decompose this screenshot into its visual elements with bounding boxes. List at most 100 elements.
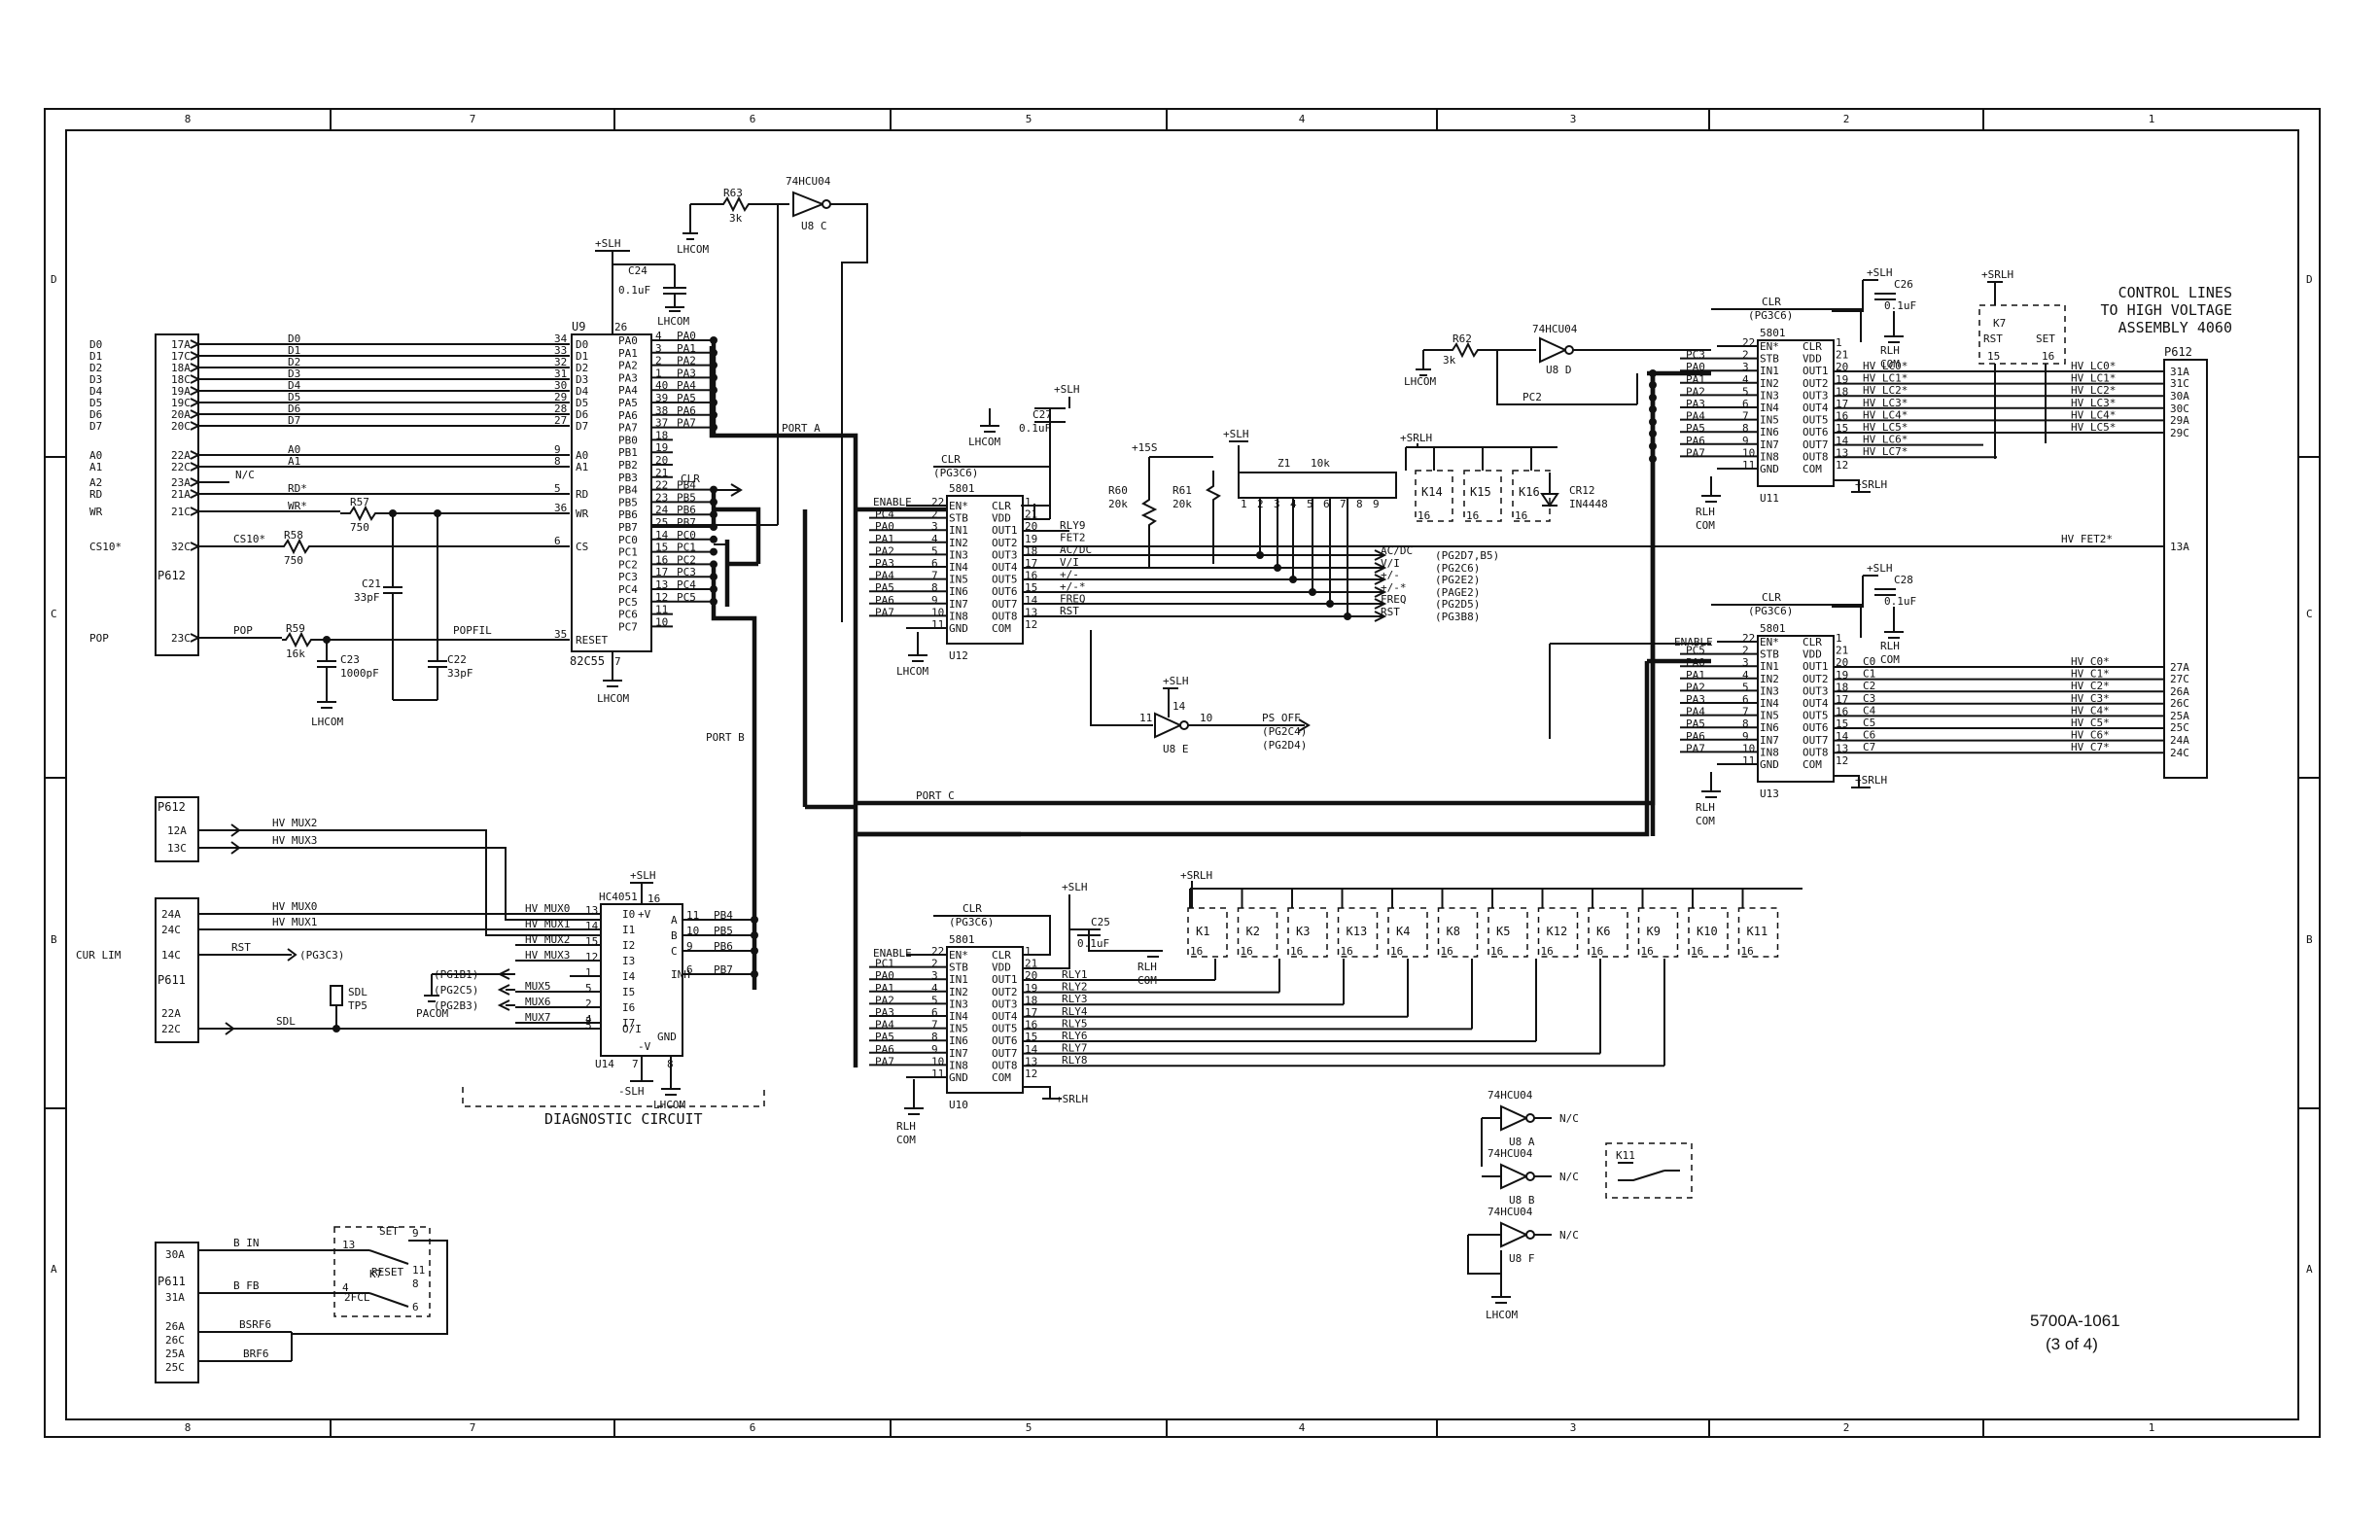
u10-rname-9: OUT8 — [992, 1059, 1018, 1071]
u9-net-PC3: PC3 — [677, 566, 696, 578]
u9-net-PA3: PA3 — [677, 367, 696, 379]
p612r-pin-31C: 31C — [2170, 377, 2189, 390]
u12-rname-9: OUT8 — [992, 610, 1018, 622]
z1-ref: Z1 — [1278, 457, 1290, 470]
relay-label-K9: K9 — [1647, 925, 1661, 938]
u9-right-pin-11: 11 — [655, 604, 668, 616]
u10-out-7: RLY8 — [1062, 1054, 1088, 1067]
pc2-label: PC2 — [1522, 391, 1542, 403]
net-label-7: D7 — [288, 414, 300, 427]
u11-out-0: HV LC0* — [1863, 360, 1908, 372]
u9-control-passives: R57 750 R58 750 R59 16k POPFIL C21 33pF … — [282, 496, 570, 728]
u10-lpin-4: 4 — [931, 982, 938, 995]
u13-right-6: HV C6* — [2071, 729, 2110, 742]
u11-lpin-6: 6 — [1742, 398, 1749, 410]
u8f-ref: U8 F — [1509, 1252, 1535, 1265]
u12-out-arrow — [1374, 562, 1387, 574]
u13-right-4: HV C4* — [2071, 704, 2110, 717]
u12-ref-2: (PG2E2) — [1435, 574, 1480, 586]
net-label-9: A1 — [288, 455, 300, 468]
mux-lnet-6: MUX6 — [525, 996, 551, 1008]
u11-out-4: HV LC4* — [1863, 408, 1908, 421]
diagnostic-bracket: DIAGNOSTIC CIRCUIT — [462, 1087, 765, 1128]
mux-lnet-0: HV MUX0 — [525, 902, 570, 915]
junction-dot — [751, 916, 758, 924]
p611-k7-label: P611 — [158, 1275, 186, 1288]
relay-label-K14: K14 — [1421, 485, 1443, 499]
mux-rnet-3: PB7 — [714, 963, 733, 976]
relay-K3 — [1287, 907, 1328, 958]
u13-lname-0: EN* — [1760, 636, 1779, 648]
u8b-part: 74HCU04 — [1488, 1147, 1533, 1160]
u13-lname-1: STB — [1760, 648, 1779, 661]
u13-rname-0: CLR — [1802, 636, 1822, 648]
r61-ref: R61 — [1172, 484, 1192, 497]
u12-lname-4: IN3 — [949, 548, 968, 561]
r63-value: 3k — [729, 212, 743, 225]
u10-com: COM — [896, 1134, 916, 1146]
u10-part: 5801 — [949, 933, 975, 946]
z1-pin-2: 2 — [1257, 498, 1264, 510]
u10-rpin-16: 16 — [1025, 1019, 1037, 1032]
mux-lpin-5: 5 — [585, 982, 592, 995]
p612r-pin-29C: 29C — [2170, 427, 2189, 439]
junction-dot — [1326, 600, 1334, 608]
control-note-line2: TO HIGH VOLTAGE — [2101, 301, 2232, 319]
cr12-value: IN4448 — [1569, 498, 1608, 510]
p612-pin-18A: 18A — [171, 362, 191, 374]
u9-right-name-20: PC4 — [618, 583, 638, 596]
u11-in-7: PA5 — [1686, 422, 1705, 435]
u12-lname-3: IN2 — [949, 537, 968, 549]
u8e-ref: U8 E — [1163, 743, 1189, 755]
u8b-nc: N/C — [1559, 1171, 1579, 1183]
u11-clr: CLR — [1762, 296, 1781, 308]
u9-net-PA5: PA5 — [677, 392, 696, 404]
u9-right-pin-2: 2 — [655, 355, 662, 368]
p612r-pin-26A: 26A — [2170, 685, 2189, 698]
u12-out-7: RST — [1060, 605, 1079, 617]
u12-rname-8: OUT7 — [992, 598, 1018, 611]
u14-vplus: +V — [638, 908, 651, 921]
r58-value: 750 — [284, 554, 303, 567]
mux-lnet-5: MUX5 — [525, 980, 551, 993]
p611-mux-label: P611 — [158, 973, 186, 987]
hv-mux2-net: HV MUX2 — [272, 817, 317, 829]
nc-net: N/C — [235, 469, 255, 481]
port-buses: PORT A PORT B PORT C — [706, 346, 1711, 1068]
u11-out-7: HV LC7* — [1863, 445, 1908, 458]
u13-lname-9: IN8 — [1760, 746, 1779, 758]
u13-rpin-20: 20 — [1836, 656, 1848, 669]
junction-dot — [1649, 381, 1657, 389]
relay-pin-K11: 16 — [1741, 945, 1754, 958]
zone-left-C: C — [51, 608, 57, 620]
u12-refnet-3: +/-* — [1381, 581, 1407, 594]
u10-lpin-3: 3 — [931, 969, 938, 982]
ps-off-ref1: (PG2C4) — [1262, 725, 1307, 738]
u9-right-pin-23: 23 — [655, 491, 668, 504]
u14-part: HC4051 — [599, 891, 638, 903]
title-block: 5700A-1061 (3 of 4) — [2030, 1312, 2120, 1353]
u12-lpin-7: 7 — [931, 570, 938, 582]
b-in-net: B IN — [233, 1237, 260, 1249]
u10-rname-1: VDD — [992, 962, 1011, 974]
u13-lpin-7: 7 — [1742, 706, 1749, 718]
u11-out-6: HV LC6* — [1863, 434, 1908, 446]
u9-right-pin-15: 15 — [655, 542, 668, 554]
u10-lname-9: IN8 — [949, 1059, 968, 1071]
p611-pin-24a: 24A — [161, 908, 181, 921]
u9-left-pin-6: 6 — [554, 535, 561, 547]
zone-bottom-3: 3 — [1570, 1421, 1577, 1434]
u11-part: 5801 — [1760, 327, 1786, 339]
u11-out-2: HV LC2* — [1863, 384, 1908, 397]
u9-left-pin-32: 32 — [554, 356, 567, 368]
u12-out-0: RLY9 — [1060, 519, 1086, 532]
u11-rpin-12: 12 — [1836, 459, 1848, 472]
u13-out-6: C6 — [1863, 729, 1875, 742]
u11-out-3: HV LC3* — [1863, 397, 1908, 409]
k7-bottom-ref: K7 — [369, 1268, 382, 1280]
u13-enable: ENABLE — [1674, 636, 1713, 648]
u12-ref-4: (PG2D5) — [1435, 598, 1480, 611]
u12-in-2: PA0 — [875, 520, 894, 533]
u9-right-pin-4: 4 — [655, 330, 662, 342]
u11-rname-3: OUT2 — [1802, 377, 1829, 390]
